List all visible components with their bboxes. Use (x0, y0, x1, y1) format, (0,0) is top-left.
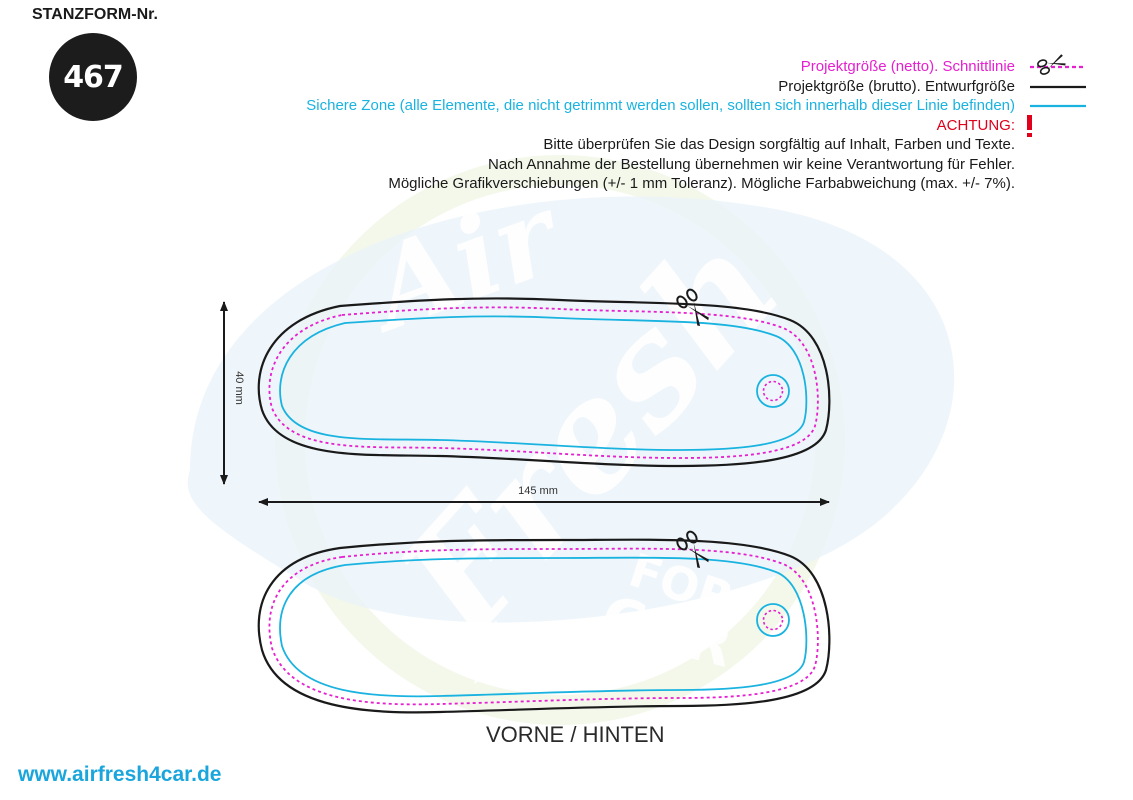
legend-samples (1027, 54, 1086, 137)
view-label: VORNE / HINTEN (486, 722, 665, 747)
form-number-label: STANZFORM-Nr. (32, 6, 158, 23)
form-number-badge: 467 (49, 33, 137, 121)
top-scissors-icon (676, 288, 709, 326)
top-outline-gross (257, 297, 831, 468)
bottom-safe-zone (279, 556, 808, 698)
top-hole-safe (756, 374, 790, 408)
top-hole-cut (762, 380, 784, 402)
bottom-shape (257, 530, 831, 714)
legend-scissors-icon (1037, 54, 1066, 75)
legend-note-2: Nach Annahme der Bestellung übernehmen w… (488, 155, 1015, 173)
legend-note-1: Bitte überprüfen Sie das Design sorgfält… (543, 136, 1015, 153)
legend: Projektgröße (netto). Schnittlinie Proje… (306, 57, 1015, 194)
website-link[interactable]: www.airfresh4car.de (18, 763, 222, 786)
legend-exclamation-icon (1027, 115, 1032, 130)
legend-exclamation-dot (1027, 133, 1032, 137)
bottom-hole-cut (762, 609, 784, 631)
watermark-logo: Air Fresh FOR CAR (187, 155, 955, 725)
legend-note-3: Mögliche Grafikverschiebungen (+/- 1 mm … (388, 175, 1015, 192)
width-dimension-label: 145 mm (518, 485, 558, 497)
watermark-star-icon (462, 620, 530, 684)
height-dimension-label: 40 mm (233, 371, 245, 405)
top-safe-zone (279, 315, 808, 451)
bottom-outline-gross (257, 538, 831, 714)
legend-net-size: Projektgröße (netto). Schnittlinie (800, 58, 1015, 75)
legend-gross-size: Projektgröße (brutto). Entwurfgröße (778, 77, 1015, 95)
bottom-hole-safe (756, 603, 790, 637)
dimension-lines: 40 mm 145 mm (220, 301, 830, 506)
top-shape (257, 288, 831, 468)
legend-safe-zone: Sichere Zone (alle Elemente, die nicht g… (306, 97, 1015, 114)
legend-warning: ACHTUNG: (936, 116, 1015, 134)
